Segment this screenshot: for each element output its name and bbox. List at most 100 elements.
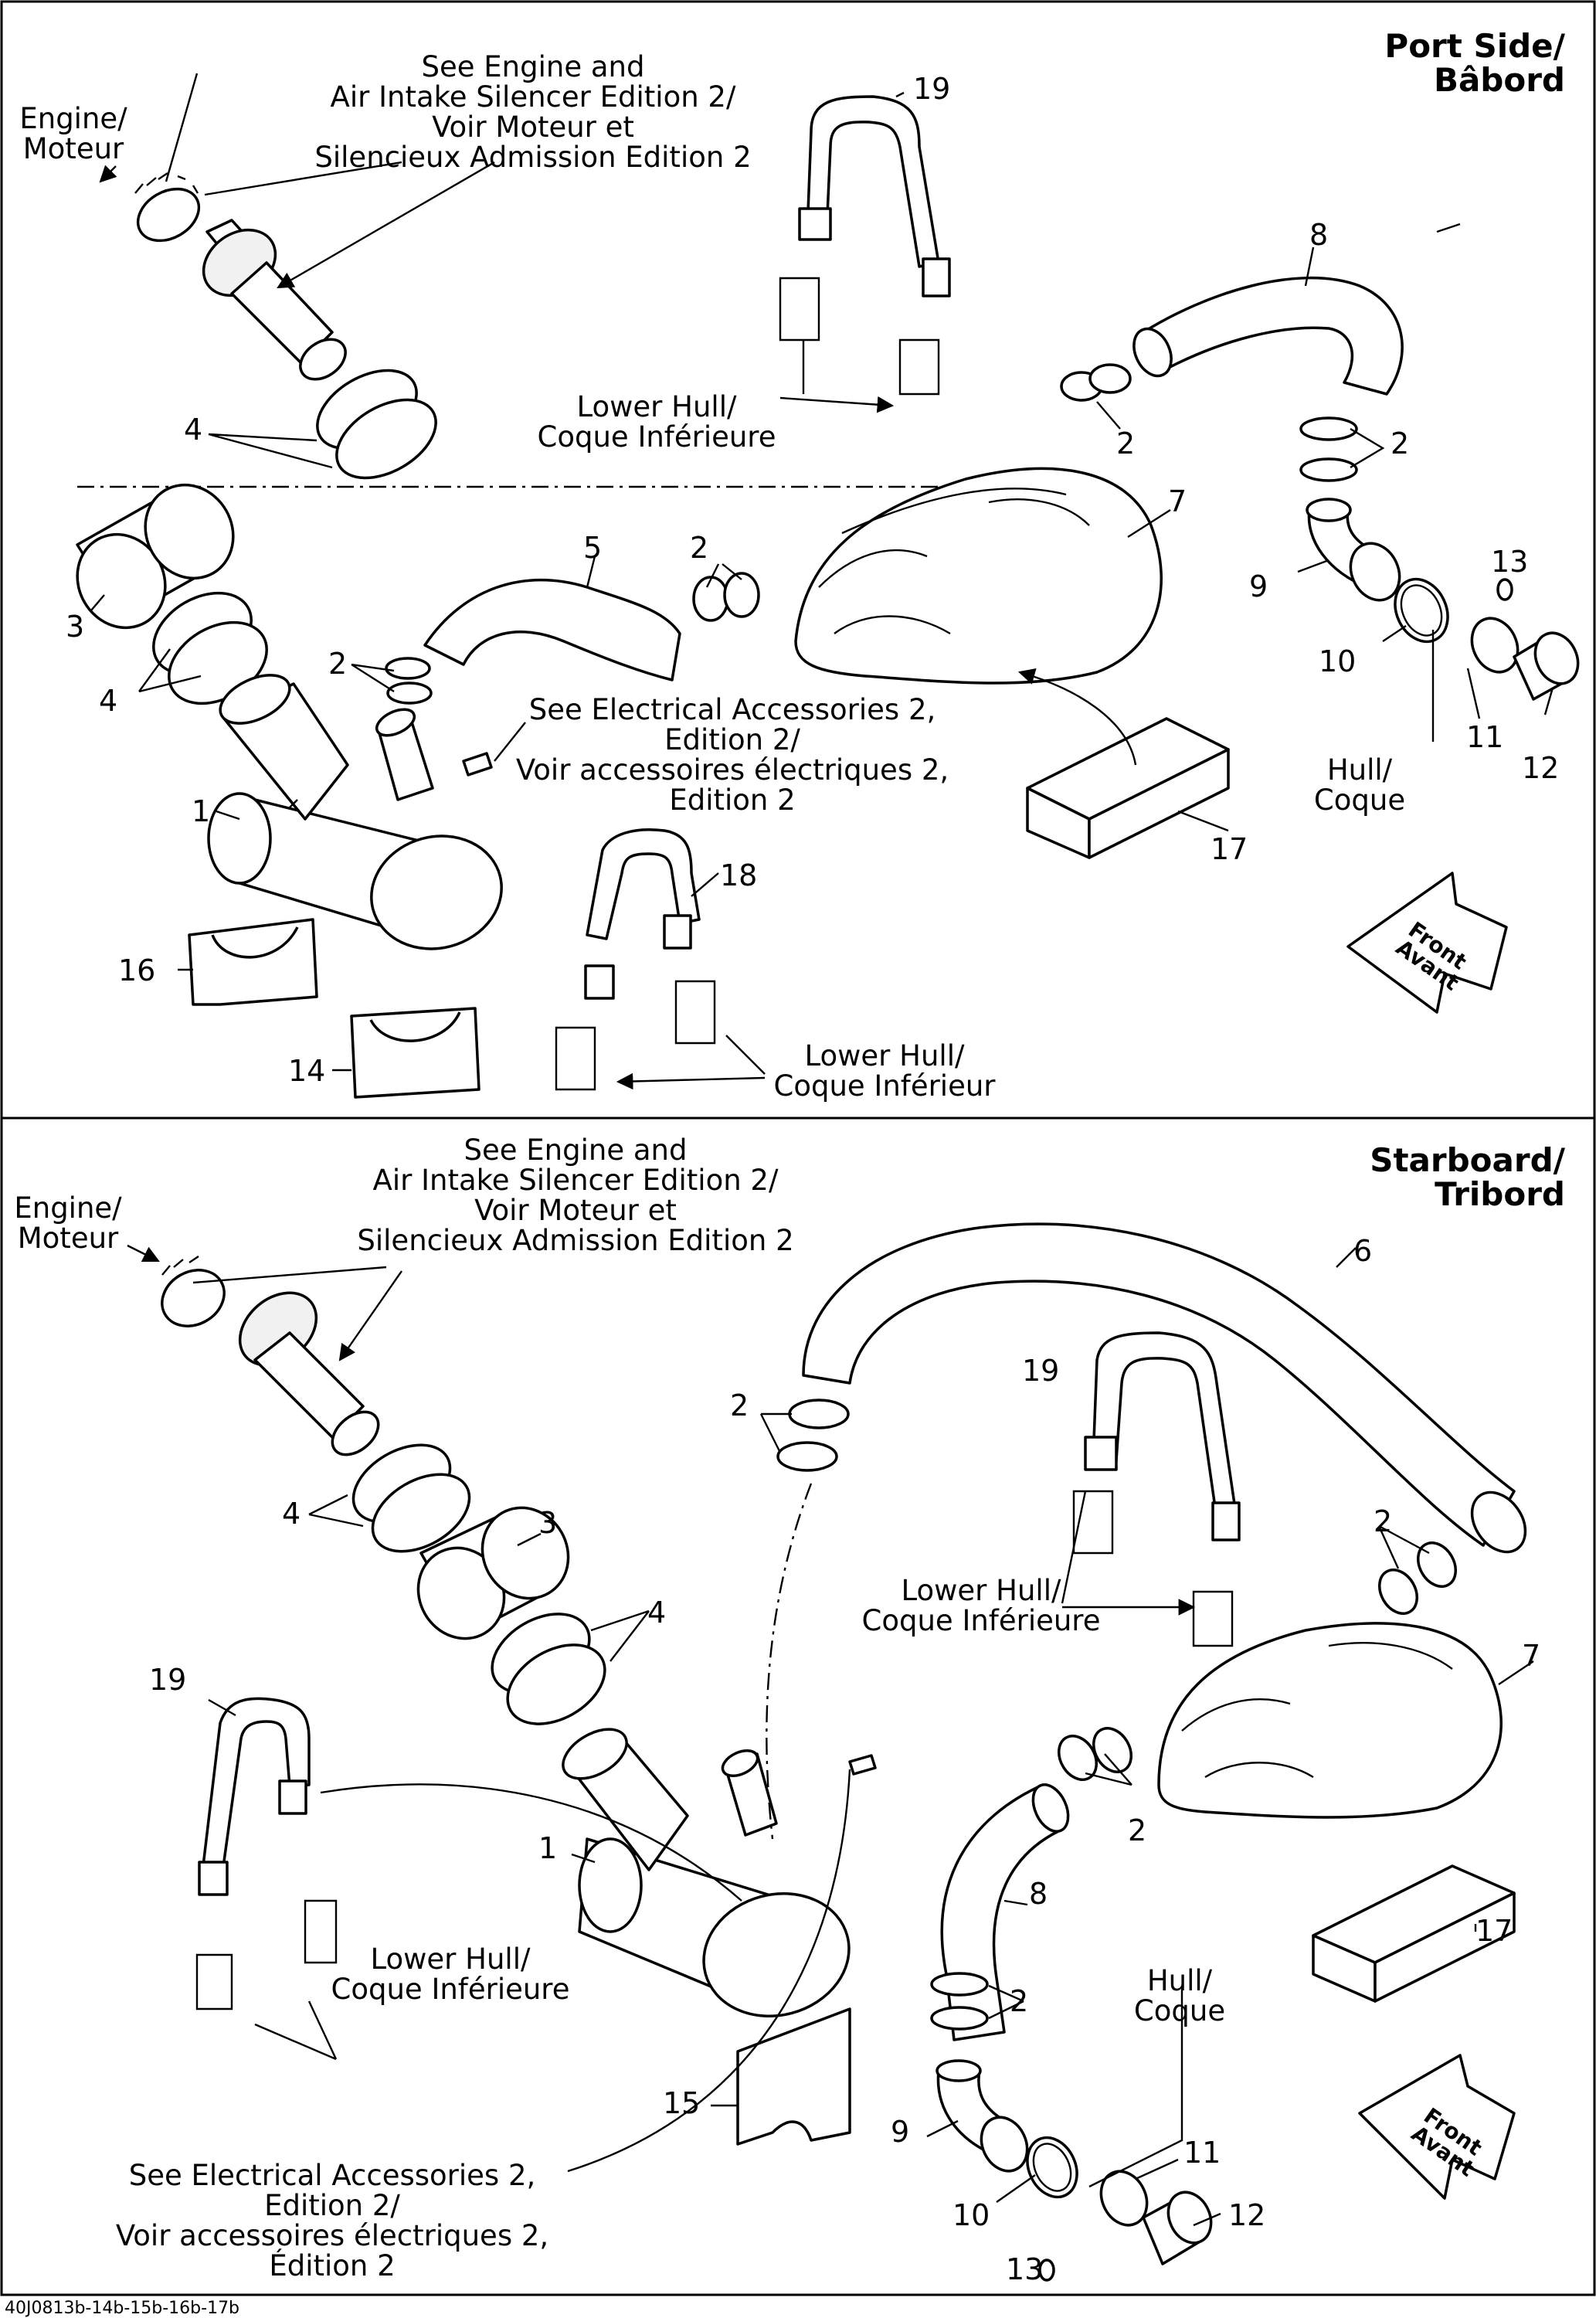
callout-9: 9 (1249, 569, 1268, 603)
port-side-panel (76, 73, 1580, 1099)
clamp-2-b (386, 681, 433, 705)
lower-hull-note-bottom-b: Lower Hull/ Coque Inférieure (331, 1942, 570, 2006)
clamp-2-a (385, 657, 431, 680)
clamp-2-h (1299, 457, 1358, 482)
ring-11 (1470, 617, 1520, 674)
callout-1: 1 (192, 794, 211, 828)
callout-18: 18 (720, 858, 758, 892)
strap-19-bottom-right (1072, 1331, 1241, 1647)
callout-2: 2 (730, 1388, 749, 1422)
drop-icon-13-top (1496, 578, 1513, 601)
drawing-code: 40J0813b-14b-15b-16b-17b (5, 2299, 240, 2318)
callout-2: 2 (1374, 1504, 1393, 1538)
strap-19-bottom-left (195, 1697, 338, 2010)
callout-16: 16 (118, 953, 156, 987)
support-14 (350, 1007, 480, 1099)
callout-13: 13 (1491, 545, 1529, 579)
support-15 (736, 2007, 851, 2146)
hull-note-bottom: Hull/ Coque (1133, 1964, 1226, 2027)
engine-label-bottom: Engine/ Moteur (14, 1191, 122, 1255)
callout-11: 11 (1183, 2136, 1221, 2170)
engine-label: Engine/ Moteur (19, 102, 127, 165)
clamp-pair-4-upper (316, 369, 437, 480)
see-engine-note-bottom: See Engine and Air Intake Silencer Editi… (357, 1134, 794, 1257)
coupling-3 (76, 483, 235, 630)
callout-12: 12 (1228, 2198, 1266, 2232)
callout-4: 4 (184, 413, 203, 447)
muffler-1 (207, 674, 503, 950)
engine-adapter (134, 172, 347, 381)
callout-12: 12 (1522, 751, 1560, 785)
callout-2: 2 (1116, 427, 1136, 461)
see-electrical-note: See Electrical Accessories 2, Edition 2/… (515, 693, 949, 817)
callout-3: 3 (538, 1506, 558, 1540)
callout-8: 8 (1309, 218, 1329, 252)
callout-8: 8 (1029, 1877, 1048, 1911)
callout-10: 10 (1319, 644, 1357, 678)
callout-3: 3 (66, 610, 85, 644)
clamp-2-b3 (1378, 1569, 1418, 1615)
callout-2: 2 (1010, 1984, 1029, 2018)
hose-8 (1142, 276, 1404, 396)
callout-2: 2 (690, 531, 709, 565)
callout-1: 1 (538, 1831, 558, 1865)
clamp-2-b2 (776, 1441, 838, 1472)
callout-10: 10 (953, 2198, 990, 2232)
callout-5: 5 (583, 531, 603, 565)
ring-11-bottom (1099, 2170, 1149, 2227)
strap-19-top (779, 95, 951, 396)
clamp-2-b1 (788, 1399, 850, 1429)
drop-icon-13-bottom (1038, 2259, 1055, 2282)
callout-7: 7 (1168, 484, 1187, 518)
hose-6 (802, 1222, 1516, 1547)
port-side-title: Port Side/ Bâbord (1384, 27, 1565, 100)
starboard-title: Starboard/ Tribord (1370, 1141, 1565, 1214)
callout-4: 4 (99, 684, 118, 718)
lower-hull-note-a: Lower Hull/ Coque Inférieure (537, 390, 776, 454)
callout-17: 17 (1211, 832, 1248, 866)
see-engine-note: See Engine and Air Intake Silencer Editi… (314, 50, 752, 174)
callout-4: 4 (647, 1596, 667, 1630)
callout-19: 19 (1022, 1354, 1060, 1388)
resonator-7-bottom (1157, 1622, 1503, 1819)
callout-9: 9 (891, 2115, 910, 2149)
lower-hull-note-bottom-a: Lower Hull/ Coque Inférieure (861, 1574, 1101, 1637)
sensor-bottom (848, 1754, 877, 1776)
clamp-2-g (1299, 416, 1358, 441)
sensor (462, 752, 493, 777)
strap-18 (555, 828, 716, 1091)
resonator-7 (794, 467, 1163, 685)
clamp-2-b6 (1092, 1727, 1132, 1773)
pad-17 (1026, 717, 1230, 859)
callout-19: 19 (913, 72, 951, 106)
front-arrow-top (1346, 872, 1508, 1014)
clamp-2-d (723, 572, 760, 618)
callout-2: 2 (1391, 427, 1410, 461)
starboard-panel (127, 1222, 1534, 2282)
callout-14: 14 (288, 1054, 326, 1088)
clamp-2-b5 (1058, 1735, 1098, 1781)
engine-adapter-bottom (161, 1256, 380, 1456)
support-16 (188, 918, 318, 1006)
pad-17-bottom (1312, 1864, 1516, 2003)
callout-17: 17 (1475, 1914, 1513, 1948)
callout-6: 6 (1353, 1234, 1373, 1268)
callout-2: 2 (1128, 1813, 1147, 1847)
hose-5 (423, 578, 681, 681)
callout-13: 13 (1006, 2252, 1044, 2286)
see-electrical-note-bottom: See Electrical Accessories 2, Edition 2/… (115, 2159, 549, 2282)
clamp-2-b4 (1417, 1541, 1457, 1588)
hull-note: Hull/ Coque (1313, 753, 1406, 817)
callout-2: 2 (328, 647, 348, 681)
coupling-3-bottom (416, 1506, 570, 1640)
callout-19: 19 (149, 1663, 187, 1697)
callout-11: 11 (1466, 720, 1504, 754)
clamp-2-f (1088, 363, 1132, 394)
clamp-pair-4-lower (152, 591, 268, 705)
lower-hull-note-b: Lower Hull/ Coque Inférieur (773, 1039, 996, 1103)
callout-15: 15 (663, 2086, 701, 2120)
clamp-2-c (692, 576, 729, 622)
